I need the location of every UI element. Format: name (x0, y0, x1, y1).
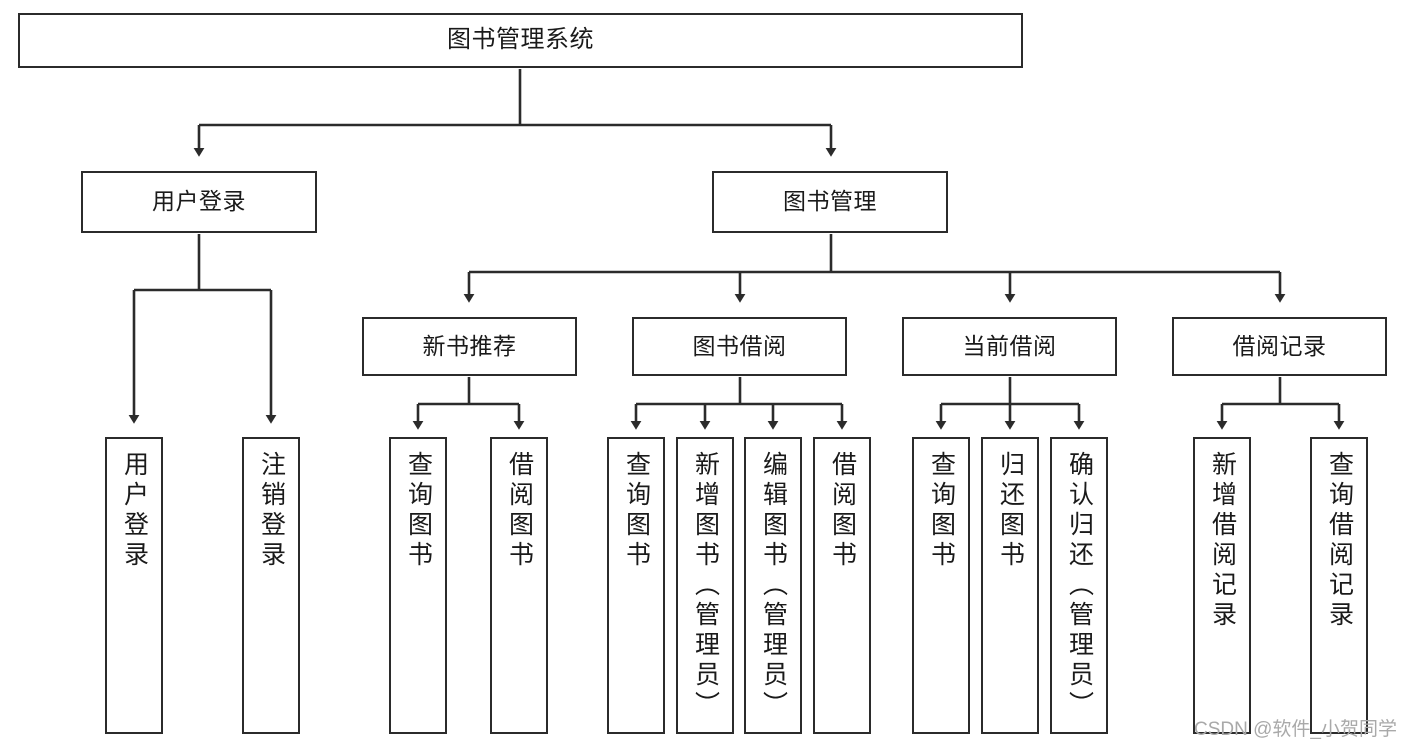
node-leaf-newbook-query-book[interactable]: 查询图书 (389, 437, 447, 734)
node-leaf-records-add-record[interactable]: 新增借阅记录 (1193, 437, 1251, 734)
node-leaf-newbook-borrow-book-label: 借阅图书 (505, 451, 534, 571)
node-leaf-current-confirm-return[interactable]: 确认归还（管理员） (1050, 437, 1108, 734)
csdn-watermark: CSDN @软件_小贺同学 (1194, 719, 1397, 740)
node-leaf-borrow-add-book[interactable]: 新增图书（管理员） (676, 437, 734, 734)
node-borrow-records-label: 借阅记录 (1232, 332, 1327, 359)
node-leaf-user-login-label: 用户登录 (120, 451, 149, 571)
node-leaf-borrow-borrow-book-label: 借阅图书 (828, 451, 857, 571)
node-new-book-recommend-label: 新书推荐 (422, 332, 517, 359)
node-leaf-records-query-record[interactable]: 查询借阅记录 (1310, 437, 1368, 734)
node-root[interactable]: 图书管理系统 (18, 13, 1023, 68)
node-leaf-borrow-edit-book[interactable]: 编辑图书（管理员） (744, 437, 802, 734)
node-current-borrow-label: 当前借阅 (962, 332, 1057, 359)
node-borrow-records[interactable]: 借阅记录 (1172, 317, 1387, 376)
node-book-borrow-label: 图书借阅 (692, 332, 787, 359)
node-leaf-newbook-query-book-label: 查询图书 (404, 451, 433, 571)
node-leaf-current-return-book-label: 归还图书 (996, 451, 1025, 571)
node-leaf-records-add-record-label: 新增借阅记录 (1208, 451, 1237, 631)
node-leaf-newbook-borrow-book[interactable]: 借阅图书 (490, 437, 548, 734)
node-leaf-borrow-borrow-book[interactable]: 借阅图书 (813, 437, 871, 734)
node-leaf-borrow-add-book-label: 新增图书（管理员） (691, 451, 720, 721)
node-leaf-records-query-record-label: 查询借阅记录 (1325, 451, 1354, 631)
node-leaf-current-confirm-return-label: 确认归还（管理员） (1065, 451, 1094, 721)
node-leaf-current-query-book-label: 查询图书 (927, 451, 956, 571)
node-user-login-label: 用户登录 (152, 188, 246, 215)
node-leaf-user-login[interactable]: 用户登录 (105, 437, 163, 734)
node-leaf-logout[interactable]: 注销登录 (242, 437, 300, 734)
node-user-login[interactable]: 用户登录 (81, 171, 317, 233)
node-book-borrow[interactable]: 图书借阅 (632, 317, 847, 376)
node-leaf-current-return-book[interactable]: 归还图书 (981, 437, 1039, 734)
node-leaf-borrow-query-book[interactable]: 查询图书 (607, 437, 665, 734)
node-new-book-recommend[interactable]: 新书推荐 (362, 317, 577, 376)
node-book-management-label: 图书管理 (783, 188, 877, 215)
node-leaf-borrow-edit-book-label: 编辑图书（管理员） (759, 451, 788, 721)
node-leaf-current-query-book[interactable]: 查询图书 (912, 437, 970, 734)
node-current-borrow[interactable]: 当前借阅 (902, 317, 1117, 376)
node-root-label: 图书管理系统 (447, 26, 594, 54)
node-leaf-logout-label: 注销登录 (257, 451, 286, 571)
node-leaf-borrow-query-book-label: 查询图书 (622, 451, 651, 571)
node-book-management[interactable]: 图书管理 (712, 171, 948, 233)
